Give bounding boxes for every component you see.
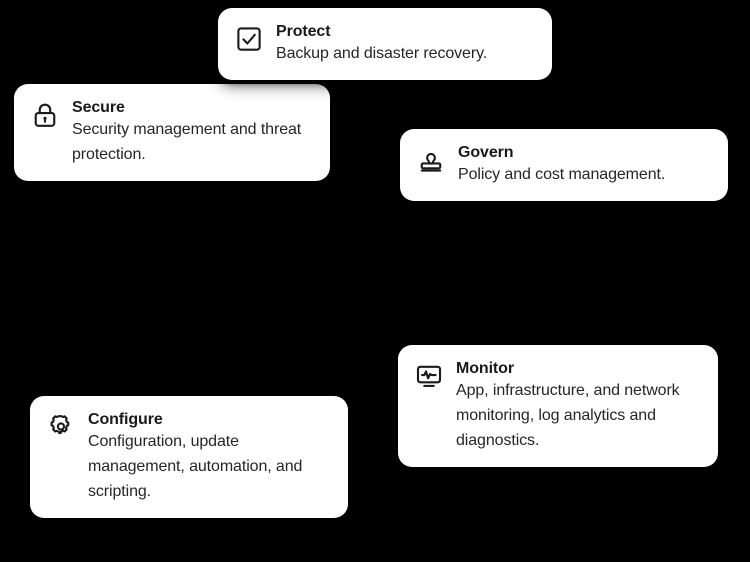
card-configure[interactable]: Configure Configuration, update manageme… [30, 396, 348, 518]
card-title: Protect [276, 23, 331, 40]
card-monitor[interactable]: Monitor App, infrastructure, and network… [398, 345, 718, 467]
card-description: Security management and threat protectio… [72, 121, 302, 163]
checkbox-check-icon [234, 24, 264, 54]
monitor-pulse-icon [414, 361, 444, 391]
card-text: Protect Backup and disaster recovery. [276, 22, 487, 66]
card-protect[interactable]: Protect Backup and disaster recovery. [218, 8, 552, 80]
card-title: Configure [88, 411, 163, 428]
card-text: Configure Configuration, update manageme… [88, 410, 332, 504]
card-text: Monitor App, infrastructure, and network… [456, 359, 702, 453]
card-title: Secure [72, 99, 125, 116]
card-title: Monitor [456, 360, 514, 377]
card-description: Backup and disaster recovery. [276, 45, 488, 62]
card-description: App, infrastructure, and network monitor… [456, 382, 680, 449]
card-secure[interactable]: Secure Security management and threat pr… [14, 84, 330, 181]
card-govern[interactable]: Govern Policy and cost management. [400, 129, 728, 201]
card-title: Govern [458, 144, 514, 161]
gear-icon [46, 412, 76, 442]
stamp-icon [416, 145, 446, 175]
card-description: Configuration, update management, automa… [88, 433, 303, 500]
lock-icon [30, 100, 60, 130]
card-text: Secure Security management and threat pr… [72, 98, 314, 167]
card-text: Govern Policy and cost management. [458, 143, 665, 187]
card-description: Policy and cost management. [458, 166, 666, 183]
